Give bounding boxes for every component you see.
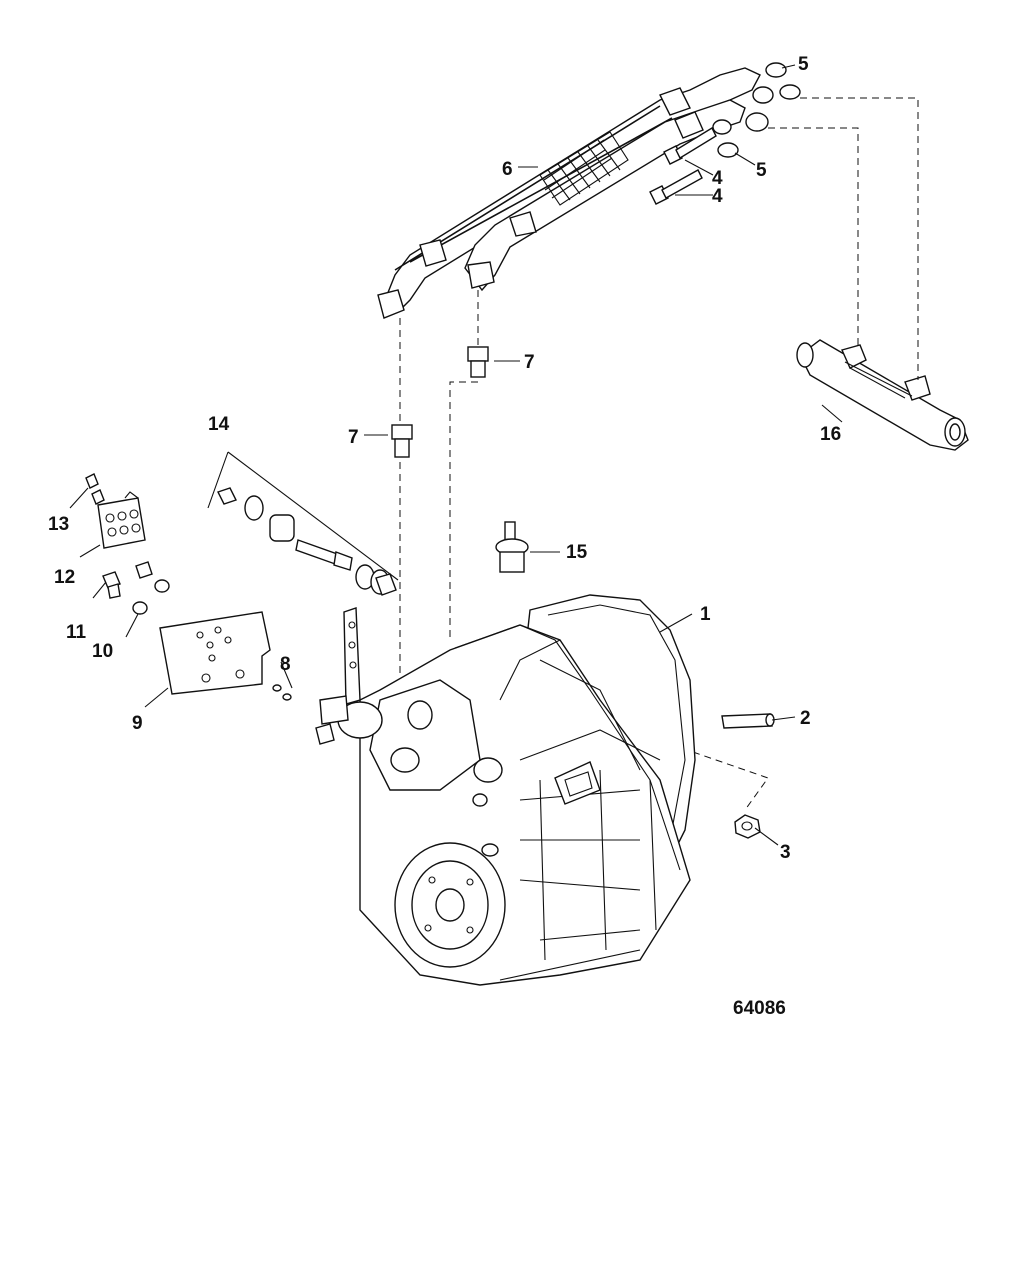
callout-15: 15 [566,542,588,563]
callout-4-lower: 4 [712,186,723,207]
callout-13: 13 [48,514,69,535]
figure-number: 64086 [733,998,786,1019]
callout-8: 8 [280,654,291,675]
callout-6: 6 [502,159,513,180]
callout-labels: 1 2 3 4 4 5 5 6 7 7 8 9 10 11 12 13 14 1… [48,54,841,1019]
sealing-washers [712,62,801,158]
callout-12: 12 [54,567,75,588]
mounting-plate [159,611,271,695]
callout-1: 1 [700,604,711,625]
callout-5-upper: 5 [798,54,809,75]
callout-3: 3 [780,842,791,863]
callout-11: 11 [66,622,87,643]
callout-7-lower: 7 [348,427,359,448]
nuts [272,684,292,701]
callout-4-upper: 4 [712,168,723,189]
transmission-assembly [315,594,696,986]
mounting-bracket [85,473,146,549]
temperature-switch [495,521,529,573]
callout-10: 10 [92,641,113,662]
oil-cooler [796,339,969,451]
callout-16: 16 [820,424,841,445]
callout-14: 14 [208,414,230,435]
hose-bolts [649,127,717,205]
oil-cooler-hoses [377,67,761,319]
callout-5-lower: 5 [756,160,767,181]
callout-2: 2 [800,708,811,729]
hose-fittings [391,346,489,458]
assembly-dashed-lines [399,97,919,811]
mounting-hardware-kit [207,451,399,596]
dowel-pin [721,713,775,729]
callout-7-upper: 7 [524,352,535,373]
leader-lines [69,64,843,846]
flange-nut [734,814,761,839]
callout-9: 9 [132,713,143,734]
bracket-screws [102,561,170,615]
